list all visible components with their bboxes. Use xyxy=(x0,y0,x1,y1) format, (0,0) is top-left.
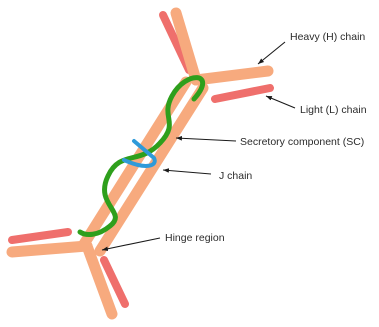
hinge-region-label: Hinge region xyxy=(165,232,225,244)
heavy-chain-top-right-arm xyxy=(196,71,268,80)
light-chain-label: Light (L) chain xyxy=(300,104,367,116)
heavy-chain-label: Heavy (H) chain xyxy=(290,31,365,43)
heavy-chain-bottom-left-arm xyxy=(12,246,87,252)
light-chain-arrow xyxy=(266,96,295,108)
secretory-component-arrow xyxy=(176,138,236,141)
light-chain-bottom-left-arm xyxy=(12,232,68,240)
j-chain-label: J chain xyxy=(219,170,252,182)
j-chain-arrow xyxy=(163,170,211,174)
secretory-component-label: Secretory component (SC) xyxy=(240,136,364,148)
light-chain-top-right-arm xyxy=(215,88,270,99)
heavy-chain-stem-right xyxy=(100,88,203,251)
heavy-chain-arrow xyxy=(258,42,285,64)
